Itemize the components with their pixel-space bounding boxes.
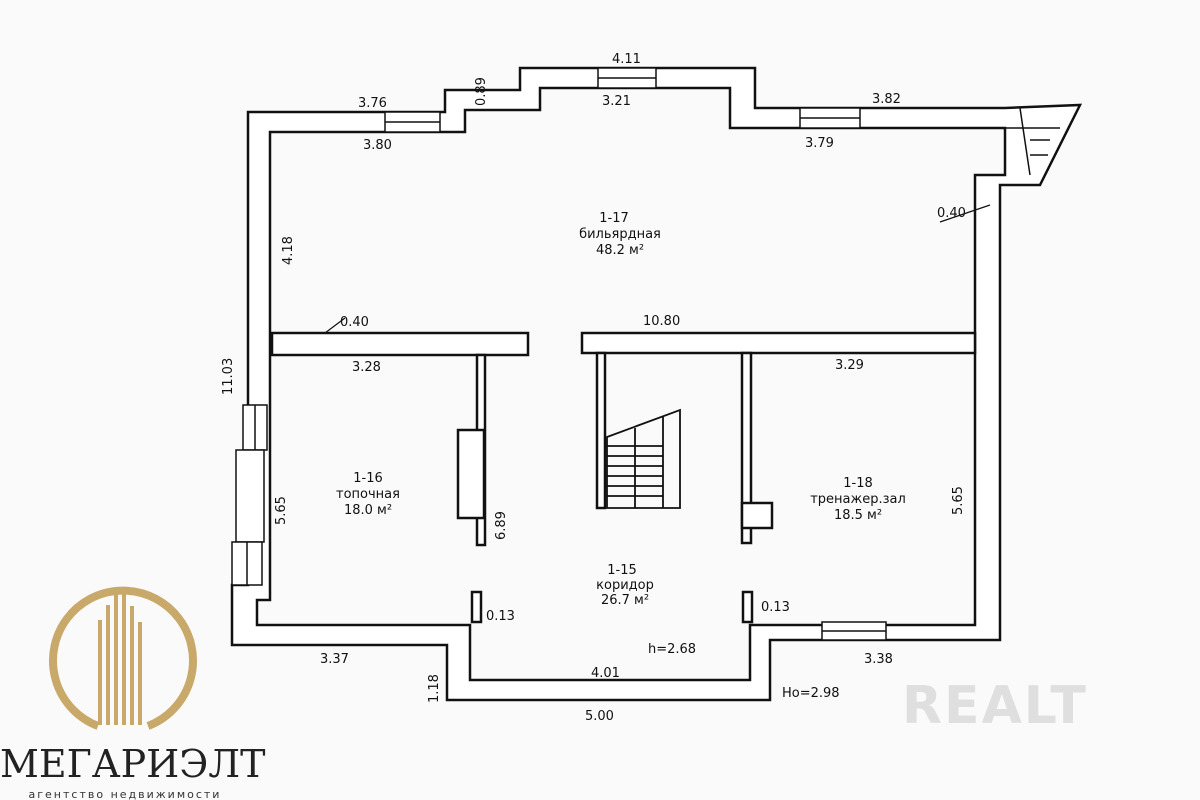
dimension: 4.11 [612, 52, 641, 67]
agency-brand-name: МЕГАРИЭЛТ [0, 742, 266, 786]
dimension: 3.28 [352, 360, 381, 375]
dimension: 5.65 [274, 496, 289, 525]
room-area: 48.2 м² [596, 243, 644, 258]
dimension: 3.29 [835, 358, 864, 373]
dimension: 0.13 [761, 600, 790, 615]
windows [231, 67, 1060, 641]
room-id: 1-17 [599, 211, 629, 226]
dimension: 0.13 [486, 609, 515, 624]
dimension: 3.80 [363, 138, 392, 153]
dimension: 6.89 [494, 511, 509, 540]
room-name: топочная [336, 487, 400, 502]
dimension: 3.82 [872, 92, 901, 107]
ceiling-height: h=2.68 [648, 642, 696, 657]
room-area: 18.0 м² [344, 503, 392, 518]
agency-logo-icon [49, 586, 197, 730]
dimension-labels: 3.76 3.80 0.89 4.11 3.21 3.82 3.79 0.40 … [221, 52, 966, 724]
dimension: 3.38 [864, 652, 893, 667]
total-height: Ho=2.98 [782, 686, 840, 701]
staircase [606, 408, 681, 509]
room-area: 26.7 м² [601, 593, 649, 608]
room-labels: 1-17 бильярдная 48.2 м² 1-16 топочная 18… [336, 211, 906, 608]
room-id: 1-15 [607, 563, 637, 578]
leader-lines [324, 204, 991, 334]
dimension: 0.40 [937, 206, 966, 221]
room-id: 1-16 [353, 471, 383, 486]
dimension: 3.76 [358, 96, 387, 111]
room-name: бильярдная [579, 227, 661, 242]
dimension: 3.21 [602, 94, 631, 109]
room-id: 1-18 [843, 476, 873, 491]
room-name: тренажер.зал [810, 492, 906, 507]
room-area: 18.5 м² [834, 508, 882, 523]
room-name: коридор [596, 578, 654, 593]
dimension: 0.89 [474, 77, 489, 106]
exterior-walls [230, 66, 1083, 702]
dimension: 11.03 [221, 358, 236, 395]
dimension: 5.00 [585, 709, 614, 724]
interior-walls [270, 331, 977, 624]
dimension: 4.18 [281, 236, 296, 265]
agency-tagline: агентство недвижимости [28, 788, 222, 800]
dimension: 3.79 [805, 136, 834, 151]
dimension: 1.18 [427, 674, 442, 703]
dimension: 5.65 [951, 486, 966, 515]
dimension: 4.01 [591, 666, 620, 681]
dimension: 10.80 [643, 314, 680, 329]
dimension: 0.40 [340, 315, 369, 330]
watermark: REALT [902, 676, 1088, 736]
dimension: 3.37 [320, 652, 349, 667]
